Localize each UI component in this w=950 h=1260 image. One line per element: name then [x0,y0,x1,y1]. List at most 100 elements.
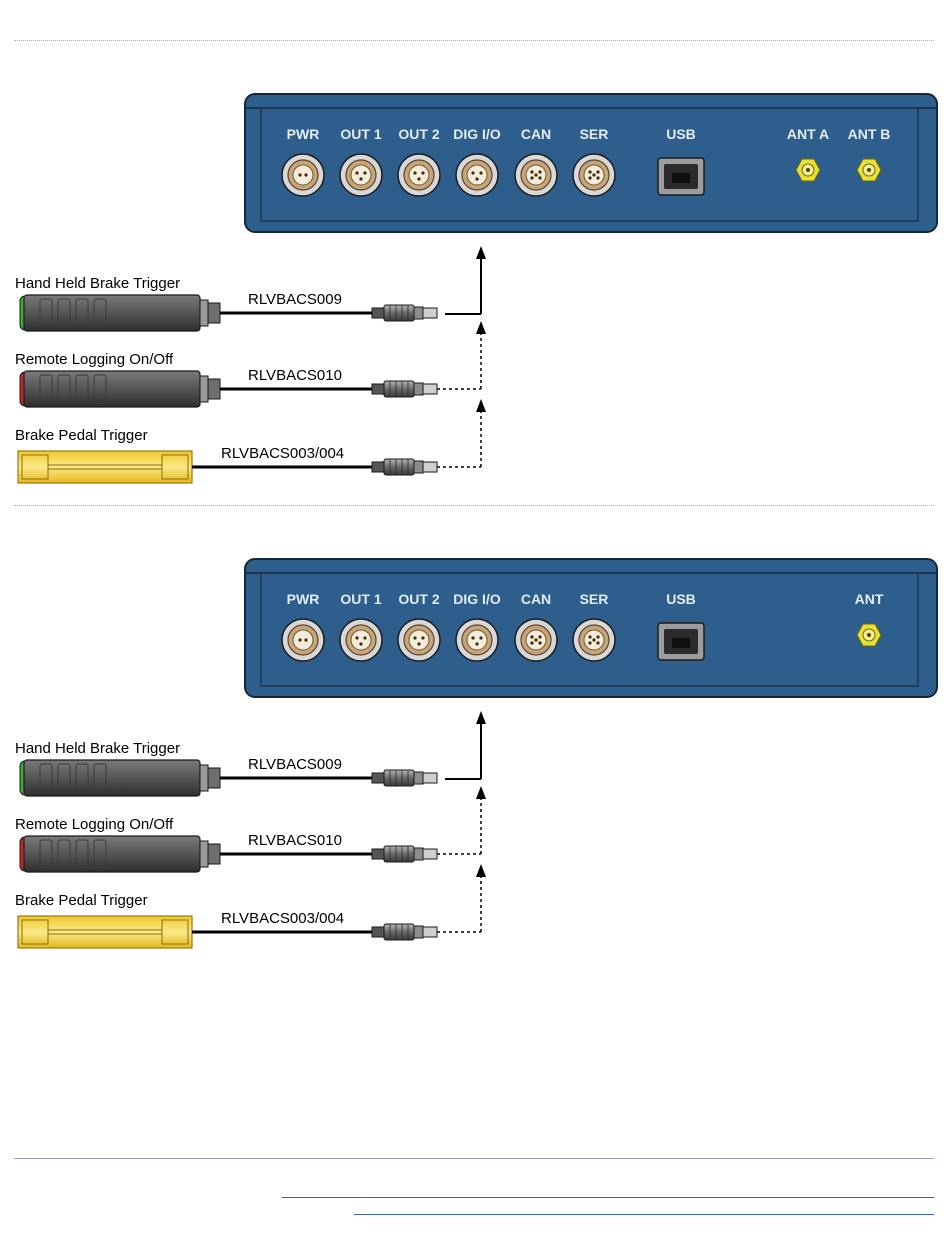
plug-sleeve [414,383,423,395]
footer-rule [14,1158,934,1159]
pedal-body [18,916,192,948]
cable-part-number: RLVBACS003/004 [221,445,344,462]
cable-part-number: RLVBACS009 [248,756,342,773]
plug-sleeve [414,926,423,938]
plug-body [384,924,414,940]
accessory-label: Hand Held Brake Trigger [15,740,180,757]
connector-face [293,630,313,650]
usb-label: USB [666,126,696,142]
plug-body [384,381,414,397]
connector-pin [304,173,307,176]
connector-pin [538,176,541,179]
port-label: OUT 1 [340,591,381,607]
plug-sleeve [414,307,423,319]
connector-pin [417,642,420,645]
plug-sleeve [414,848,423,860]
trigger-handle [24,295,200,331]
port-connector-out-1: OUT 1 [340,591,382,661]
plug-sleeve [414,772,423,784]
antenna-label: ANT A [787,126,829,142]
plug-tip [423,462,437,472]
plug-body [384,305,414,321]
usb-label: USB [666,591,696,607]
trigger-collar [208,379,220,399]
accessory-trigger-red: Remote Logging On/OffRLVBACS010 [15,816,437,872]
port-connector-out-1: OUT 1 [340,126,382,196]
trigger-collar [200,300,208,326]
arrow-head [476,399,486,412]
connector-pin [421,636,424,639]
arrow-head [476,711,486,724]
trigger-collar [208,844,220,864]
footer-link-line-1 [282,1197,934,1198]
port-label: CAN [521,591,551,607]
connector-pin [475,177,478,180]
connector-pin [413,636,416,639]
device-panel: PWROUT 1OUT 2DIG I/OCANSERUSBANT AANT B [245,94,937,232]
trigger-collar [200,765,208,791]
connector-pin [534,638,537,641]
connector-pin [538,170,541,173]
connector-face [351,630,371,650]
connector-pin [355,171,358,174]
connector-pin [592,173,595,176]
port-connector-out-2: OUT 2 [398,126,440,196]
connector-face [409,165,429,185]
plug-sleeve [414,461,423,473]
trigger-handle [24,760,200,796]
antenna-pin [806,168,810,172]
port-connector-pwr: PWR [282,591,324,661]
connector-pin [421,171,424,174]
connector-pin [588,170,591,173]
accessory-label: Remote Logging On/Off [15,351,174,368]
connector-pin [534,173,537,176]
connector-pin [588,635,591,638]
connector-pin [596,641,599,644]
connector-pin [538,641,541,644]
connector-pin [471,636,474,639]
cable-part-number: RLVBACS010 [248,832,342,849]
trigger-handle [24,371,200,407]
connector-face [467,630,487,650]
port-label: SER [580,591,609,607]
connector-pin [479,636,482,639]
trigger-handle [24,836,200,872]
connection-arrows [437,246,486,467]
plug-body [384,846,414,862]
cable-part-number: RLVBACS003/004 [221,910,344,927]
arrow-head [476,786,486,799]
port-label: SER [580,126,609,142]
port-connector-out-2: OUT 2 [398,591,440,661]
connector-face [409,630,429,650]
connector-pin [479,171,482,174]
plug-body [384,459,414,475]
accessory-label: Brake Pedal Trigger [15,427,148,444]
antenna-pin [867,633,871,637]
connector-pin [596,635,599,638]
plug-tip [423,849,437,859]
connector-pin [359,177,362,180]
connector-pin [298,638,301,641]
accessory-label: Remote Logging On/Off [15,816,174,833]
connector-pin [592,638,595,641]
connector-pin [413,171,416,174]
connector-face [467,165,487,185]
port-connector-pwr: PWR [282,126,324,196]
port-label: DIG I/O [453,126,501,142]
plug-body [384,770,414,786]
connector-pin [530,170,533,173]
port-label: OUT 2 [398,126,439,142]
port-label: OUT 1 [340,126,381,142]
connector-pin [417,177,420,180]
pedal-body [18,451,192,483]
connector-pin [363,636,366,639]
diagram-svg: PWROUT 1OUT 2DIG I/OCANSERUSBANTHand Hel… [0,505,950,935]
accessory-label: Hand Held Brake Trigger [15,275,180,292]
arrow-head [476,246,486,259]
port-label: PWR [287,126,320,142]
